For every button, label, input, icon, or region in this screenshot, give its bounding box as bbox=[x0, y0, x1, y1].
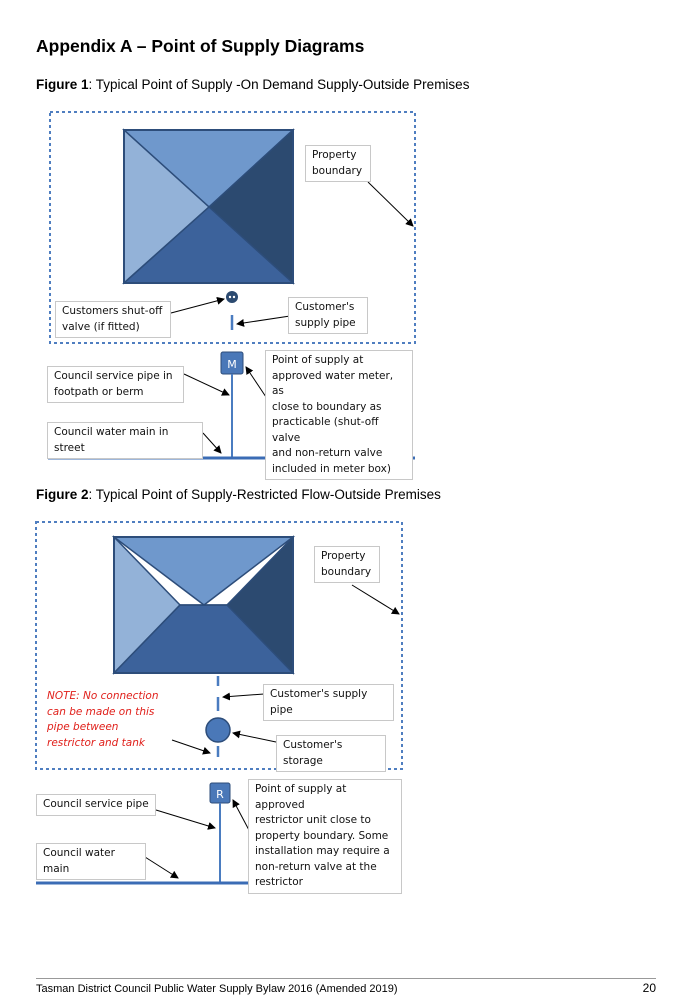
figure-1-number: Figure 1 bbox=[36, 77, 89, 92]
figure-1-caption: Figure 1: Typical Point of Supply -On De… bbox=[36, 77, 469, 92]
figure-2-caption: Figure 2: Typical Point of Supply-Restri… bbox=[36, 487, 441, 502]
restrictor-letter: R bbox=[216, 788, 224, 801]
service-pipe-label: Council service pipe bbox=[36, 794, 156, 816]
property-boundary-label: Property boundary bbox=[305, 145, 371, 182]
house-roof bbox=[111, 535, 296, 675]
shutoff-valve-label: Customers shut-off valve (if fitted) bbox=[55, 301, 171, 338]
figure-2-title: : Typical Point of Supply-Restricted Flo… bbox=[88, 487, 441, 502]
figure-2-diagram: R bbox=[35, 521, 403, 885]
water-main-label: Council water main bbox=[36, 843, 146, 880]
supply-pipe-label: Customer's supply pipe bbox=[263, 684, 394, 721]
figure-1-title: : Typical Point of Supply -On Demand Sup… bbox=[88, 77, 470, 92]
point-of-supply-label: Point of supply at approved water meter,… bbox=[265, 350, 413, 480]
property-boundary-line bbox=[49, 111, 416, 344]
page-number: 20 bbox=[642, 981, 656, 995]
shutoff-valve-icon bbox=[226, 291, 238, 303]
storage-label: Customer's storage bbox=[276, 735, 386, 772]
figure-2-number: Figure 2 bbox=[36, 487, 89, 502]
house-roof bbox=[122, 128, 295, 285]
figure-2-arrows bbox=[144, 584, 400, 879]
page-title: Appendix A – Point of Supply Diagrams bbox=[36, 36, 365, 56]
supply-pipe-label: Customer's supply pipe bbox=[288, 297, 368, 334]
service-pipe-label: Council service pipe in footpath or berm bbox=[47, 366, 184, 403]
point-of-supply-label: Point of supply at approved restrictor u… bbox=[248, 779, 402, 894]
property-boundary-line bbox=[35, 521, 403, 770]
no-connection-note: NOTE: No connection can be made on this … bbox=[47, 690, 159, 749]
figure-1-arrows bbox=[170, 181, 414, 454]
property-boundary-label: Property boundary bbox=[314, 546, 380, 583]
storage-tank-icon bbox=[205, 717, 231, 743]
footer-text: Tasman District Council Public Water Sup… bbox=[36, 983, 398, 995]
water-main-label: Council water main in street bbox=[47, 422, 203, 459]
figure-1-diagram: M bbox=[48, 111, 416, 460]
footer-divider bbox=[36, 978, 656, 979]
meter-letter: M bbox=[227, 358, 237, 371]
